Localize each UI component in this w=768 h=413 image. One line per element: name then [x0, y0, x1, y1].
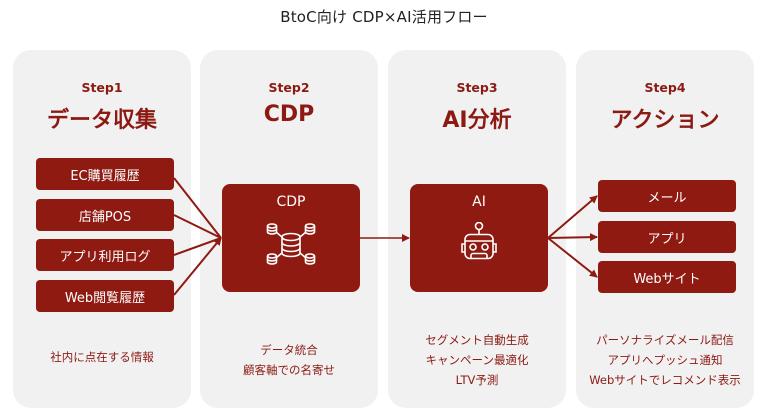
ai-hub: AI [410, 184, 548, 292]
note-line: Webサイトでレコメンド表示 [589, 373, 741, 387]
step1-title: データ収集 [46, 108, 157, 133]
diagram-title: BtoC向け CDP×AI活用フロー [280, 8, 488, 26]
step3-note: セグメント自動生成 キャンペーン最適化 LTV予測 [388, 330, 566, 390]
step1-label: Step1 [81, 80, 123, 95]
ai-hub-label: AI [472, 194, 486, 210]
source-web-browsing-history: Web閲覧履歴 [36, 280, 174, 312]
robot-icon [461, 222, 497, 260]
note-line: LTV予測 [455, 373, 499, 387]
step2-note: データ統合 顧客軸での名寄せ [200, 340, 378, 380]
cdp-hub: CDP [222, 184, 360, 292]
note-line: 社内に点在する情報 [50, 350, 154, 364]
action-email: メール [598, 180, 736, 212]
step3-label: Step3 [456, 80, 498, 95]
note-line: パーソナライズメール配信 [596, 333, 734, 347]
step4-label: Step4 [644, 80, 686, 95]
action-website: Webサイト [598, 261, 736, 293]
source-ec-purchase-history: EC購買履歴 [36, 158, 174, 190]
source-app-usage-log: アプリ利用ログ [36, 239, 174, 271]
step2-label: Step2 [268, 80, 310, 95]
note-line: 顧客軸での名寄せ [243, 363, 335, 377]
step1-note: 社内に点在する情報 [13, 347, 191, 367]
note-line: データ統合 [260, 343, 318, 357]
step4-title: アクション [610, 108, 720, 133]
note-line: セグメント自動生成 [425, 333, 529, 347]
cdp-hub-label: CDP [276, 194, 306, 210]
step2-title: CDP [263, 102, 315, 127]
action-app: アプリ [598, 221, 736, 253]
note-line: アプリへプッシュ通知 [607, 353, 723, 367]
database-network-icon [266, 223, 316, 265]
step4-note: パーソナライズメール配信 アプリへプッシュ通知 Webサイトでレコメンド表示 [576, 330, 754, 390]
source-store-pos: 店舗POS [36, 199, 174, 231]
step3-title: AI分析 [442, 108, 512, 133]
note-line: キャンペーン最適化 [425, 353, 529, 367]
